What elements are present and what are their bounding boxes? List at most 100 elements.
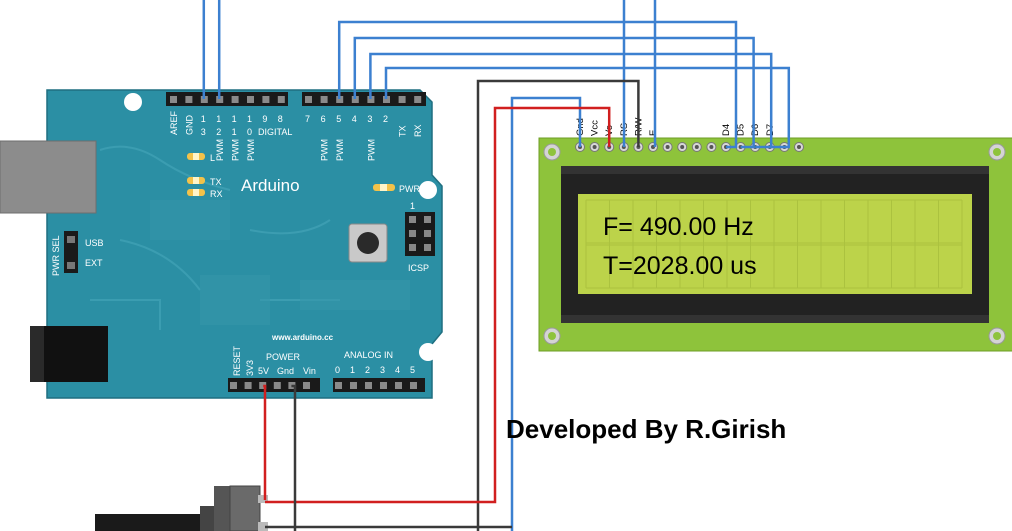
lcd-pin-label: D6 <box>750 124 761 136</box>
lcd-pin-label: D4 <box>721 124 732 136</box>
top-pin-label: 1 <box>232 114 237 124</box>
top-pin-label: 6 <box>321 114 326 124</box>
top-pin-label: 2 <box>383 114 388 124</box>
header-pin <box>350 382 357 389</box>
top-pin-label: 4 <box>352 114 357 124</box>
header-pin <box>303 382 310 389</box>
wire-vo <box>265 106 611 504</box>
wire-d5 <box>353 36 755 149</box>
header-pin <box>200 96 208 103</box>
top-pin-label: 5 <box>336 114 341 124</box>
wire-d7 <box>384 66 791 149</box>
analog-pin-label: 4 <box>395 365 400 375</box>
top-pin-label: 7 <box>305 114 310 124</box>
bottom-pin-label: Gnd <box>277 366 294 376</box>
wire-d6 <box>369 52 773 149</box>
header-pin <box>414 96 422 103</box>
header-pin <box>244 382 252 389</box>
header-pin <box>380 382 387 389</box>
header-pin <box>247 96 254 103</box>
pwm-label: PWM <box>320 139 330 161</box>
header-pin <box>170 96 177 103</box>
header-pin <box>410 382 417 389</box>
digital-label: DIGITAL <box>258 127 292 137</box>
power-header-title: POWER <box>266 352 301 362</box>
wire-lcd-gnd <box>510 96 582 531</box>
arduino-board: 1 ICSP PWR SEL USB EXT L TX RX PWR Ardui… <box>0 89 443 399</box>
analog-pin-label: 1 <box>350 365 355 375</box>
led-l-label: L <box>210 153 215 163</box>
pwm-label: PWM <box>246 139 256 161</box>
digital-header-left <box>166 92 288 106</box>
lcd-pin-label: Vcc <box>590 120 601 136</box>
header-pin <box>305 96 312 103</box>
icsp-pin1-label: 1 <box>410 201 415 211</box>
top-pin-label: 8 <box>278 114 283 124</box>
header-pin <box>185 96 193 103</box>
mount-hole <box>419 181 437 199</box>
header-pin <box>395 382 402 389</box>
top-pin-label: 1 <box>216 114 221 124</box>
usb-connector <box>0 140 97 214</box>
lcd-line-1: F= 490.00 Hz <box>603 213 754 241</box>
top-pin-label: 3 <box>367 114 372 124</box>
header-pin <box>320 96 328 103</box>
led-tx-label: TX <box>210 177 222 187</box>
header-pin <box>216 96 224 103</box>
potentiometer <box>95 485 268 531</box>
top-pin-label: GND <box>184 115 194 136</box>
top-pin-label: 1 <box>201 114 206 124</box>
analog-pin-label: 0 <box>335 365 340 375</box>
credit-text: Developed By R.Girish <box>506 414 786 444</box>
header-pin <box>262 96 270 103</box>
top-pin-label-sub: 1 <box>232 127 237 137</box>
bottom-pin-label: 3V3 <box>245 360 255 376</box>
bottom-pin-label: Vin <box>303 366 316 376</box>
pwr-label: PWR <box>399 184 420 194</box>
top-pin-label: 1 <box>247 114 252 124</box>
analog-pin-label: 5 <box>410 365 415 375</box>
header-pin <box>277 96 285 103</box>
arduino-website: www.arduino.cc <box>271 333 334 342</box>
header-pin <box>230 382 237 389</box>
mount-hole <box>419 343 437 361</box>
icsp-label: ICSP <box>408 263 429 273</box>
lcd-pin-label: E <box>648 130 659 136</box>
led-rx-label: RX <box>210 189 223 199</box>
analog-header-title: ANALOG IN <box>344 350 393 360</box>
usb-label: USB <box>85 238 104 248</box>
wire-gnd <box>291 384 297 531</box>
top-pin-label-sub: 3 <box>201 127 206 137</box>
header-pin <box>365 382 372 389</box>
wire-d4 <box>337 20 738 149</box>
header-pin <box>383 96 390 103</box>
ext-label: EXT <box>85 258 103 268</box>
top-pin-label: RX <box>413 124 423 137</box>
header-pin <box>367 96 375 103</box>
lcd-pin-label: D5 <box>736 124 747 136</box>
pwm-label: PWM <box>231 139 241 161</box>
analog-pin-label: 2 <box>365 365 370 375</box>
top-pin-label: TX <box>398 125 408 137</box>
wire-5v <box>263 384 267 500</box>
pwr-sel-label: PWR SEL <box>51 235 61 276</box>
top-pin-label-sub: 2 <box>216 127 221 137</box>
header-pin <box>351 96 359 103</box>
pwm-label: PWM <box>366 139 376 161</box>
header-pin <box>273 382 281 389</box>
bottom-pin-label: RESET <box>232 345 242 376</box>
header-pin <box>336 96 344 103</box>
header-pin <box>231 96 239 103</box>
top-pin-label: 9 <box>262 114 267 124</box>
analog-pin-label: 3 <box>380 365 385 375</box>
top-pin-label: AREF <box>169 110 179 135</box>
header-pin <box>398 96 406 103</box>
wire-rw-gnd <box>476 79 640 531</box>
header-pin <box>259 382 267 389</box>
mount-hole <box>124 93 142 111</box>
header-pin <box>335 382 342 389</box>
top-pin-label-sub: 0 <box>247 127 252 137</box>
pwm-label: PWM <box>215 139 225 161</box>
